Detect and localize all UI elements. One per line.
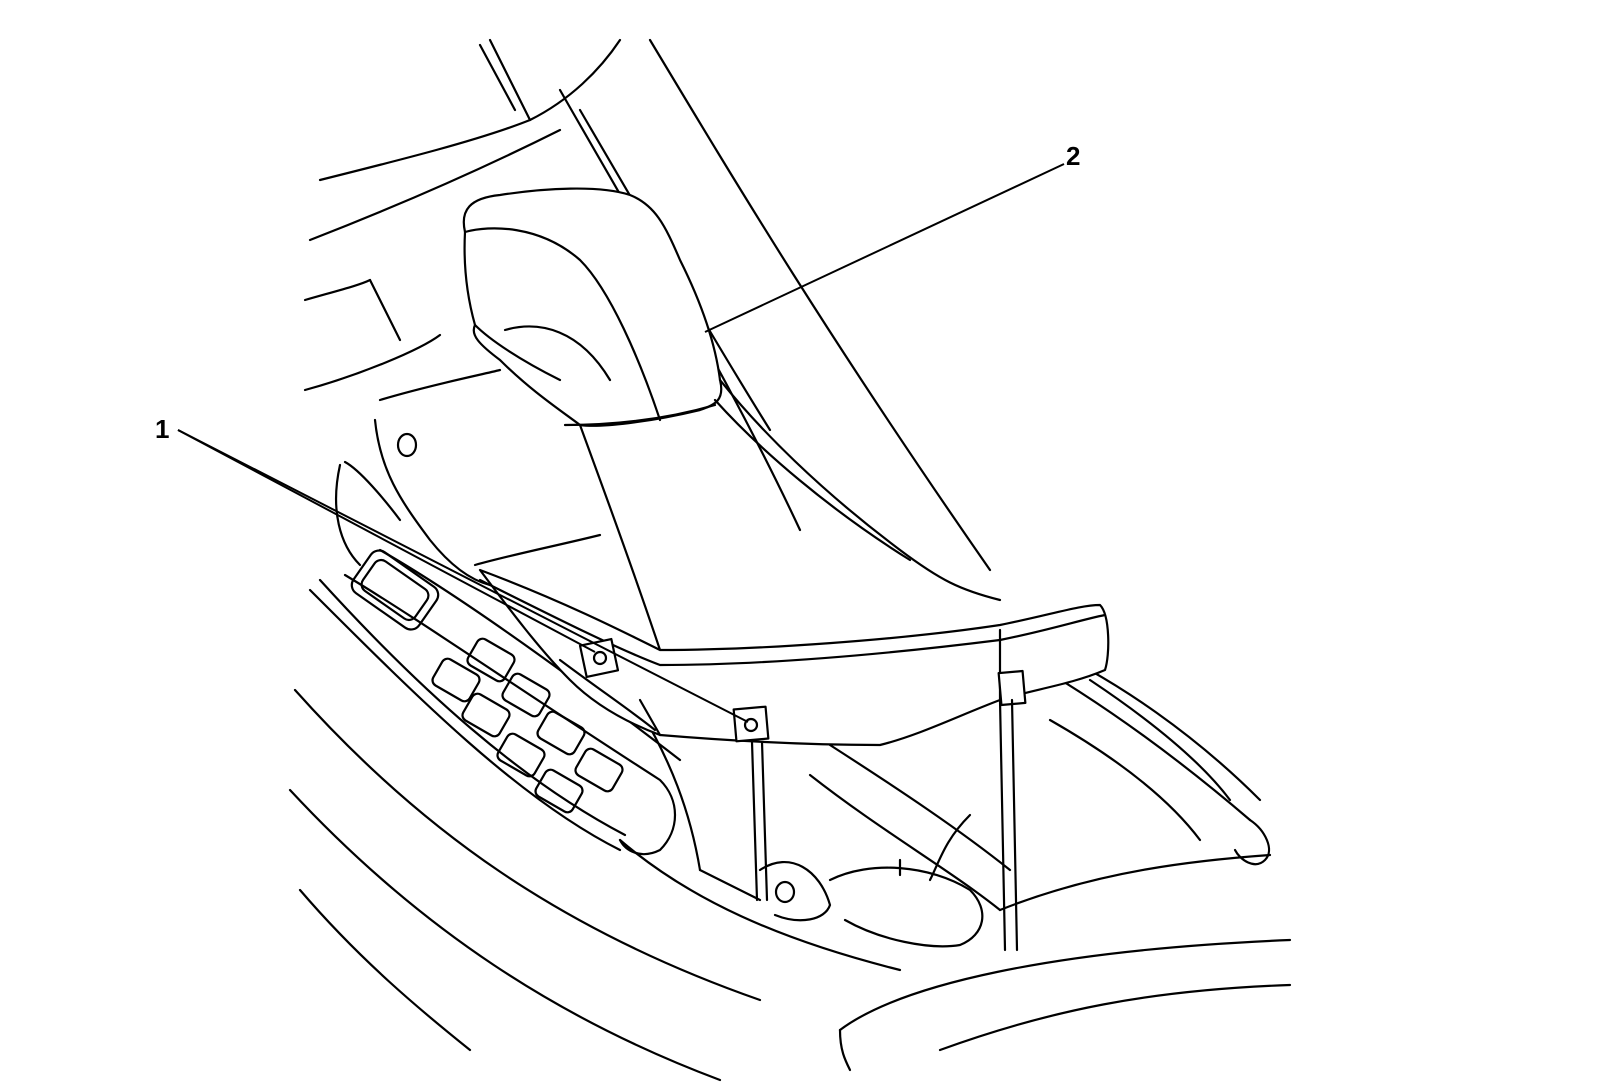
switch-button bbox=[501, 672, 551, 718]
switch-button bbox=[496, 732, 546, 778]
callout-1-leader bbox=[177, 429, 749, 723]
switch-button bbox=[431, 657, 481, 703]
console-left-contour bbox=[334, 368, 602, 587]
callout-1-leader bbox=[177, 429, 596, 653]
retainer-tab bbox=[732, 705, 770, 743]
retainer-tab bbox=[997, 669, 1027, 707]
shift-boot bbox=[462, 187, 1110, 747]
callout-2-label: 2 bbox=[1066, 141, 1080, 171]
console-hole bbox=[396, 432, 418, 458]
switch-button bbox=[534, 768, 584, 814]
shift-knob bbox=[462, 187, 723, 427]
switch-button bbox=[574, 747, 624, 793]
switch-button bbox=[466, 637, 516, 683]
switch-panel bbox=[308, 548, 682, 856]
console-base-lines bbox=[288, 638, 1292, 1082]
switch-button bbox=[461, 692, 511, 738]
callout-leaders bbox=[177, 163, 1065, 723]
callout-1-label: 1 bbox=[155, 414, 169, 444]
callout-2-leader bbox=[704, 163, 1065, 333]
dash-background-lines bbox=[303, 38, 992, 572]
switch-button bbox=[536, 710, 586, 756]
retainer-pins bbox=[750, 698, 1019, 952]
switch-large bbox=[350, 549, 440, 631]
shifter-mechanism bbox=[638, 708, 984, 948]
mount-hole bbox=[774, 880, 796, 904]
boot-retainer-frame bbox=[478, 568, 1110, 747]
